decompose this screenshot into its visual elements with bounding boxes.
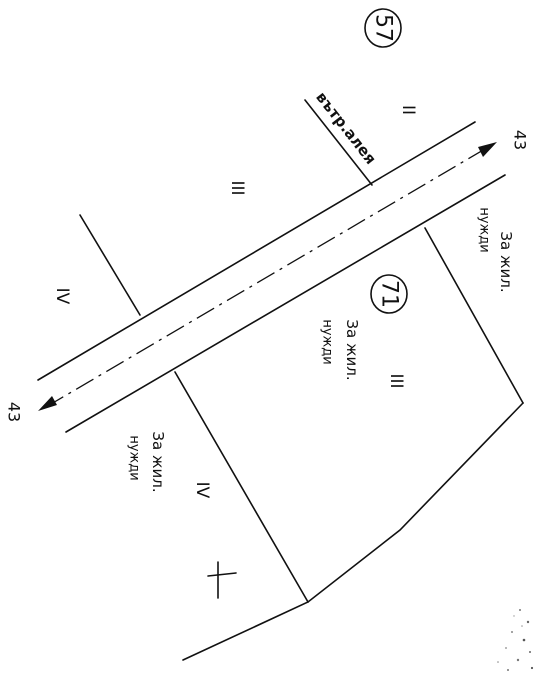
street-edge-lower — [65, 174, 506, 433]
boundary-middle — [174, 371, 309, 603]
boundary-bottom — [182, 402, 524, 661]
parcel-71-circle — [370, 274, 408, 314]
boundary-inner-alley — [304, 99, 373, 186]
purpose-bottom-line1: За жил. — [149, 431, 167, 492]
purpose-top-line1: За жил. — [497, 231, 515, 292]
parcel-57-number: 57 — [371, 14, 396, 42]
purpose-center-line2: нужди — [320, 319, 335, 364]
axis-number-right: 43 — [511, 130, 530, 150]
boundary-right — [424, 227, 524, 404]
zone-left: IV — [52, 288, 72, 305]
street-name: вътр.алея — [312, 88, 380, 167]
scan-noise — [497, 609, 534, 671]
boundary-left-upper — [79, 214, 141, 316]
purpose-top-line2: нужди — [477, 207, 492, 252]
axis-arrow-left — [38, 396, 57, 411]
purpose-center-line1: За жил. — [343, 319, 361, 380]
purpose-bottom-line2: нужди — [127, 435, 142, 480]
zone-bottom: IV — [192, 482, 212, 499]
street-axis — [45, 145, 491, 408]
parcel-57-circle — [364, 8, 402, 48]
zone-top-left: III — [227, 180, 247, 195]
survey-cross-icon — [207, 561, 237, 599]
street-edge-upper — [37, 121, 476, 381]
zone-center: III — [386, 373, 406, 388]
parcel-71-number: 71 — [377, 280, 402, 308]
zone-top-right: II — [398, 105, 418, 115]
axis-number-left: 43 — [5, 402, 24, 422]
axis-arrow-right — [478, 142, 497, 157]
